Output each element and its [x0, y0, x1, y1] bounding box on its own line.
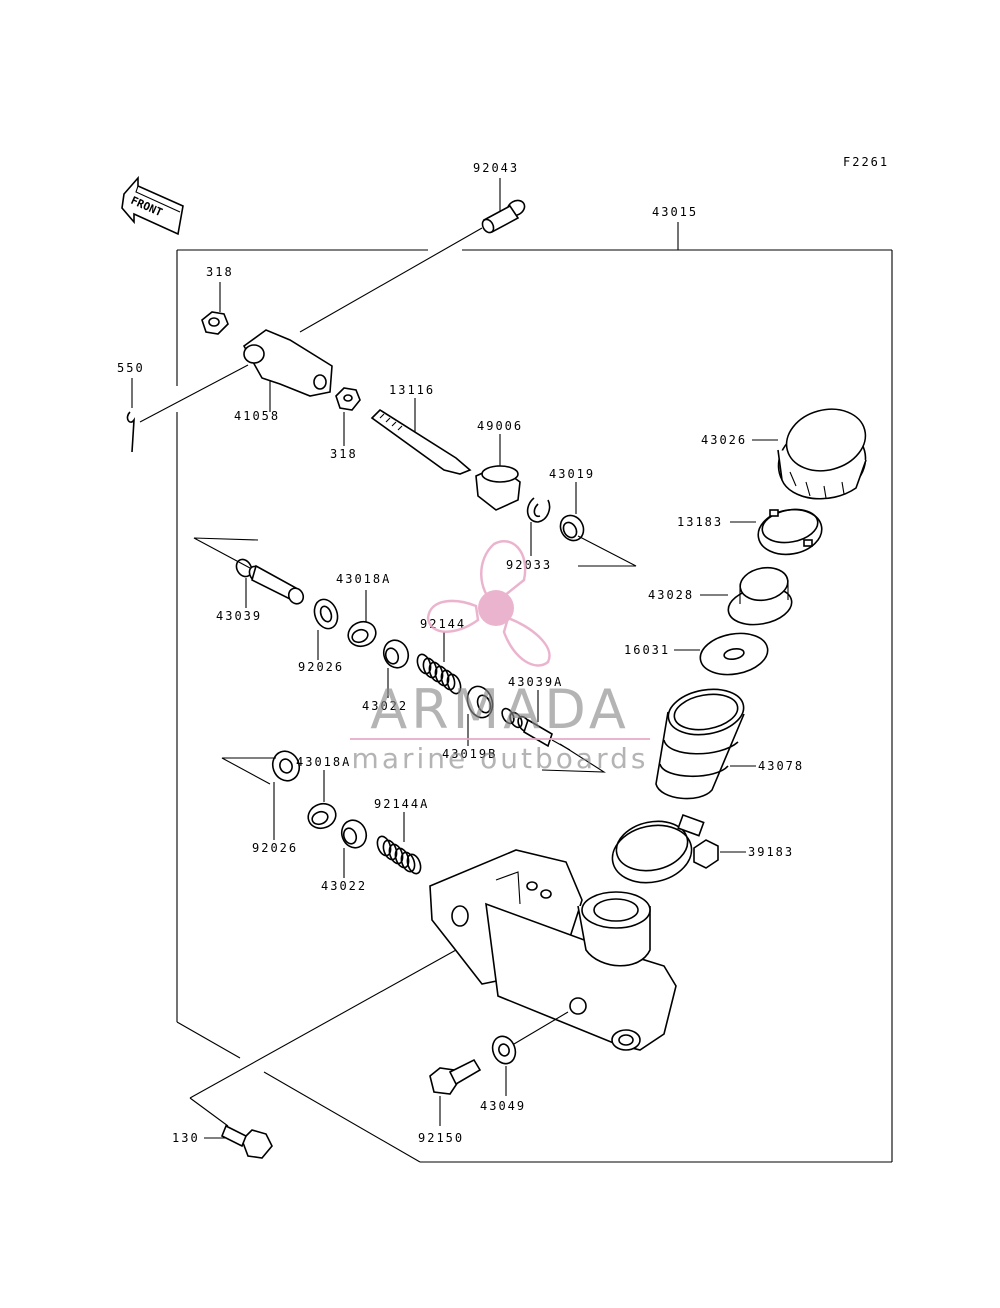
washer-92026-lower	[221, 750, 301, 840]
label-130: 130	[172, 1131, 200, 1145]
snap-ring-92033	[526, 497, 551, 556]
assembly-outline	[176, 222, 893, 1163]
label-43078: 43078	[758, 759, 804, 773]
label-550: 550	[117, 361, 145, 375]
watermark: ARMADA marine outboards	[350, 540, 650, 775]
cup-43019b	[466, 685, 494, 746]
reservoir-43078	[655, 688, 756, 800]
label-318-upper: 318	[206, 265, 234, 279]
diaphragm-43028	[700, 566, 793, 626]
label-13116: 13116	[389, 383, 435, 397]
label-43039: 43039	[216, 609, 262, 623]
cup-43022-upper	[382, 639, 410, 698]
label-43039a: 43039A	[508, 675, 563, 689]
watermark-brand: ARMADA	[370, 678, 630, 741]
boot-49006	[475, 434, 521, 511]
cup-43018a-lower	[307, 770, 337, 830]
label-92144a: 92144A	[374, 797, 429, 811]
label-41058: 41058	[234, 409, 280, 423]
clevis-41058	[242, 329, 333, 412]
nut-318-upper	[201, 282, 229, 335]
cup-43018a-upper	[347, 590, 377, 648]
cup-43019	[559, 482, 637, 567]
plate-13183	[730, 508, 823, 556]
label-318-lower: 318	[330, 447, 358, 461]
label-43019b: 43019B	[442, 747, 497, 761]
label-43015: 43015	[652, 205, 698, 219]
label-92043: 92043	[473, 161, 519, 175]
bolt-43039	[193, 537, 305, 608]
washer-43049	[491, 1011, 569, 1096]
bolt-130	[189, 949, 457, 1159]
propeller-hub	[478, 590, 514, 626]
label-92026-upper: 92026	[298, 660, 344, 674]
cotter-pin-550	[126, 378, 135, 453]
label-43018a-lower: 43018A	[296, 755, 351, 769]
label-43049: 43049	[480, 1099, 526, 1113]
label-13183: 13183	[677, 515, 723, 529]
label-43018a-upper: 43018A	[336, 572, 391, 586]
label-43026: 43026	[701, 433, 747, 447]
label-39183: 39183	[748, 845, 794, 859]
label-43022-lower: 43022	[321, 879, 367, 893]
label-43028: 43028	[648, 588, 694, 602]
push-rod-13116	[370, 398, 472, 475]
piston-43039a	[501, 690, 606, 773]
master-cylinder-body	[429, 849, 677, 1051]
label-92150: 92150	[418, 1131, 464, 1145]
clamp-39183	[611, 813, 746, 884]
nut-318-lower	[335, 387, 361, 446]
label-43019: 43019	[549, 467, 595, 481]
label-49006: 49006	[477, 419, 523, 433]
spring-92144a	[376, 812, 422, 875]
front-arrow-icon: FRONT	[121, 175, 184, 236]
label-16031: 16031	[624, 643, 670, 657]
propeller-logo-icon	[426, 540, 551, 667]
bolt-92150	[429, 1058, 482, 1126]
figure-code: F2261	[843, 155, 889, 169]
watermark-tagline: marine outboards	[352, 742, 649, 775]
cup-43022-lower	[340, 819, 368, 878]
label-43022-upper: 43022	[362, 699, 408, 713]
label-92026-lower: 92026	[252, 841, 298, 855]
washer-92026-upper	[313, 598, 339, 660]
spring-92144	[416, 632, 462, 695]
cap-43026	[752, 408, 867, 500]
label-92033: 92033	[506, 558, 552, 572]
pin-92043	[481, 178, 526, 234]
washer-16031	[674, 632, 769, 676]
